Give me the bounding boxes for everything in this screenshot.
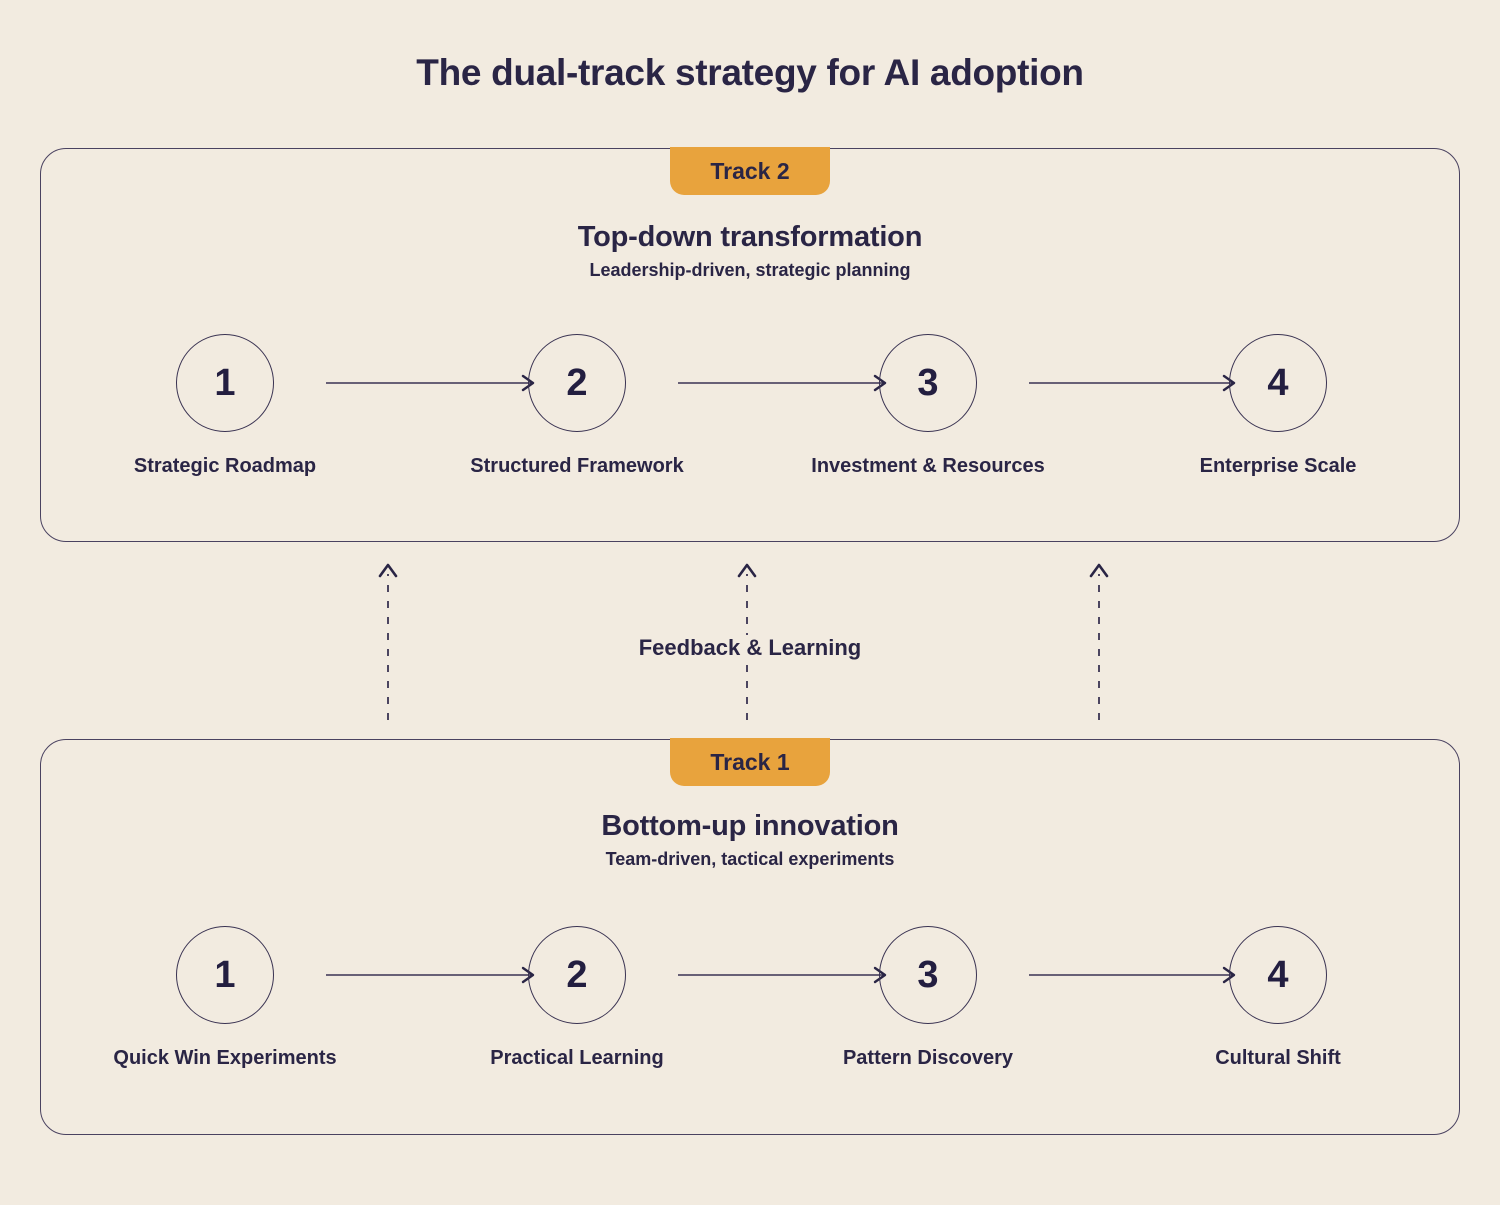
- step-label: Quick Win Experiments: [113, 1047, 337, 1069]
- track-subtitle: Team-driven, tactical experiments: [605, 849, 895, 869]
- step-label: Strategic Roadmap: [133, 455, 317, 477]
- feedback-arrow-right: [1087, 560, 1111, 720]
- step-number-circle: 4: [1229, 334, 1327, 432]
- step-label: Cultural Shift: [1215, 1047, 1341, 1069]
- track-subtitle: Leadership-driven, strategic planning: [589, 260, 911, 280]
- step-label: Investment & Resources: [811, 455, 1045, 477]
- feedback-arrow-left: [376, 560, 400, 720]
- track-panel-top-down: Track 2 Top-down transformation Leadersh…: [40, 147, 1460, 542]
- feedback-label-text: Feedback & Learning: [622, 635, 878, 660]
- step-number-circle: 1: [176, 926, 274, 1024]
- step-number-circle: 4: [1229, 926, 1327, 1024]
- steps-row-top-down: 1 Strategic Roadmap 2 Structured Framewo…: [41, 334, 1459, 534]
- track-name: Bottom-up innovation: [601, 810, 899, 842]
- track-name: Top-down transformation: [577, 221, 923, 253]
- step-number-circle: 3: [879, 926, 977, 1024]
- feedback-label: Feedback & Learning: [0, 635, 1500, 661]
- step-number-circle: 3: [879, 334, 977, 432]
- feedback-zone: Feedback & Learning: [0, 542, 1500, 739]
- track-heading-top-down: Top-down transformation Leadership-drive…: [41, 221, 1459, 281]
- step-number-circle: 2: [528, 334, 626, 432]
- track-badge-2: Track 2: [670, 147, 830, 196]
- step-top-3[interactable]: 3 Investment & Resources: [808, 334, 1048, 478]
- step-bottom-2[interactable]: 2 Practical Learning: [457, 926, 697, 1070]
- step-number-circle: 1: [176, 334, 274, 432]
- step-label: Structured Framework: [470, 455, 684, 477]
- track-panel-bottom-up: Track 1 Bottom-up innovation Team-driven…: [40, 738, 1460, 1135]
- step-bottom-1[interactable]: 1 Quick Win Experiments: [105, 926, 345, 1070]
- step-top-1[interactable]: 1 Strategic Roadmap: [105, 334, 345, 478]
- page-title: The dual-track strategy for AI adoption: [416, 52, 1084, 93]
- track-heading-bottom-up: Bottom-up innovation Team-driven, tactic…: [41, 810, 1459, 870]
- step-label: Pattern Discovery: [842, 1047, 1014, 1069]
- step-label: Practical Learning: [490, 1047, 664, 1069]
- step-top-4[interactable]: 4 Enterprise Scale: [1158, 334, 1398, 478]
- steps-row-bottom-up: 1 Quick Win Experiments 2 Practical Lear…: [41, 926, 1459, 1126]
- step-top-2[interactable]: 2 Structured Framework: [457, 334, 697, 478]
- step-label: Enterprise Scale: [1199, 455, 1357, 477]
- feedback-arrow-center: [735, 560, 759, 720]
- track-badge-1: Track 1: [670, 738, 830, 787]
- step-bottom-4[interactable]: 4 Cultural Shift: [1158, 926, 1398, 1070]
- step-bottom-3[interactable]: 3 Pattern Discovery: [808, 926, 1048, 1070]
- step-number-circle: 2: [528, 926, 626, 1024]
